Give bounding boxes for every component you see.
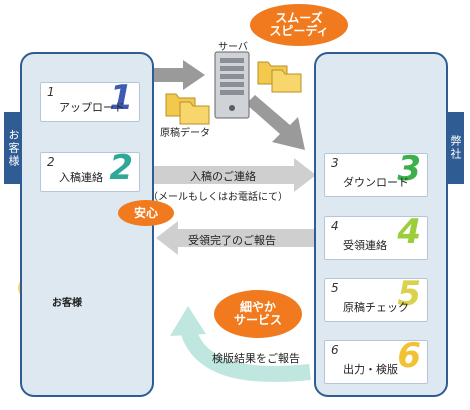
customer-tab: お客様 bbox=[4, 112, 22, 184]
folder-icon bbox=[179, 101, 210, 125]
arrow-submit-contact bbox=[148, 158, 316, 192]
customer-label: お客様 bbox=[52, 298, 82, 309]
step-number: 2 bbox=[47, 155, 55, 169]
arrow-download bbox=[246, 95, 305, 150]
step-label: 原稿チェック bbox=[343, 301, 409, 314]
step-receipt-contact: 4 4 受領連絡 bbox=[324, 216, 428, 260]
step-label: 入稿連絡 bbox=[59, 171, 103, 184]
data-label: 原稿データ bbox=[160, 128, 210, 139]
step-number: 6 bbox=[331, 343, 339, 357]
folder-icon bbox=[271, 69, 302, 93]
step-number: 5 bbox=[331, 281, 339, 295]
badge-anshin: 安心 bbox=[118, 200, 174, 226]
badge-service: 細やか サービス bbox=[214, 290, 302, 338]
arrow-receipt-report bbox=[156, 221, 320, 255]
step-digit: 3 bbox=[397, 153, 421, 189]
company-tab: 弊社 bbox=[446, 112, 464, 184]
step-number: 1 bbox=[47, 85, 55, 99]
submit-contact-note: （メールもしくはお電話にて） bbox=[148, 192, 288, 203]
step-number: 4 bbox=[331, 219, 339, 233]
step-digit: 5 bbox=[397, 278, 421, 314]
step-proof-check: 5 5 原稿チェック bbox=[324, 278, 428, 322]
receipt-report-label: 受領完了のご報告 bbox=[188, 234, 276, 247]
step-label: 出力・検版 bbox=[343, 363, 398, 376]
step-label: ダウンロード bbox=[343, 176, 409, 189]
arrow-proof-report bbox=[170, 306, 311, 382]
step-output-proof: 6 6 出力・検版 bbox=[324, 340, 428, 384]
step-label: 受領連絡 bbox=[343, 239, 387, 252]
step-label: アップロード bbox=[59, 101, 125, 114]
badge-smooth-speedy: スムーズ スピーディ bbox=[250, 4, 348, 46]
step-download: 3 3 ダウンロード bbox=[324, 153, 428, 197]
step-submit-contact: 2 2 入稿連絡 bbox=[40, 152, 140, 192]
server-icon bbox=[214, 51, 250, 119]
proof-report-label: 検版結果をご報告 bbox=[212, 352, 300, 365]
step-digit: 2 bbox=[109, 152, 133, 188]
arrow-upload bbox=[145, 60, 205, 90]
step-number: 3 bbox=[331, 156, 339, 170]
step-digit: 1 bbox=[109, 82, 133, 118]
server-label: サーバ bbox=[218, 42, 248, 53]
step-upload: 1 1 アップロード bbox=[40, 82, 140, 122]
submit-contact-label: 入稿のご連絡 bbox=[190, 170, 256, 183]
step-digit: 6 bbox=[397, 340, 421, 376]
step-digit: 4 bbox=[397, 216, 421, 252]
